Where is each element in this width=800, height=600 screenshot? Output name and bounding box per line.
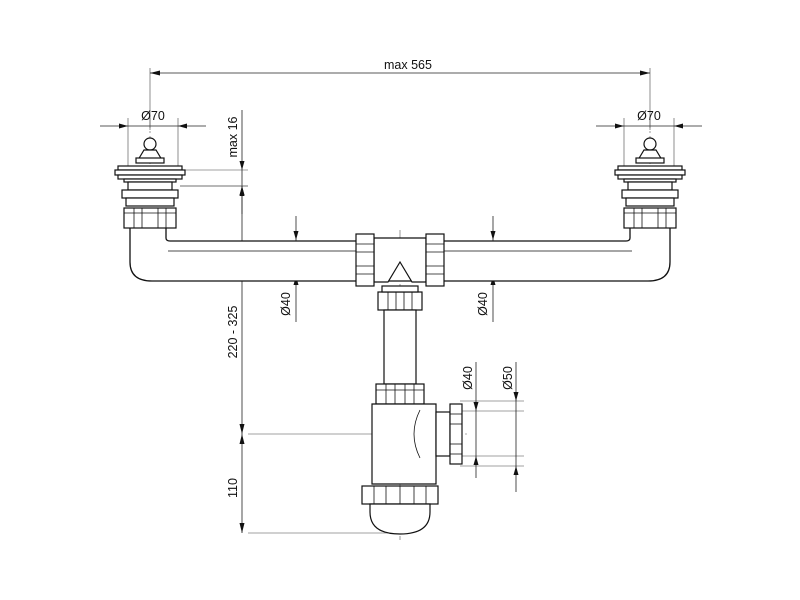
- bottle-trap: [361, 383, 463, 535]
- right-inlet-diameter-label: Ø70: [637, 109, 661, 123]
- height-range-label: 220 - 325: [226, 306, 240, 359]
- right-inlet-diameter-dimension: Ø70: [596, 109, 702, 168]
- trap-height-label: 110: [226, 478, 240, 498]
- outlet-diameter-dimensions: Ø40 Ø50: [460, 362, 524, 492]
- outlet-inner-diameter-label: Ø40: [461, 366, 475, 390]
- left-inlet-diameter-dimension: Ø70: [100, 109, 206, 168]
- t-junction: [355, 233, 445, 311]
- total-width-dimension: max 565: [149, 58, 651, 130]
- total-width-label: max 565: [384, 58, 432, 72]
- height-range-dimension: 220 - 325: [180, 185, 380, 435]
- vertical-pipe: [383, 309, 417, 385]
- plug-height-label: max 16: [226, 116, 240, 157]
- outlet-outer-diameter-label: Ø50: [501, 366, 515, 390]
- right-inlet-assembly: [614, 137, 686, 229]
- left-inlet-diameter-label: Ø70: [141, 109, 165, 123]
- left-pipe-diameter-label: Ø40: [279, 292, 293, 316]
- trap-height-dimension: 110: [226, 434, 392, 534]
- right-pipe-diameter-label: Ø40: [476, 292, 490, 316]
- left-inlet-assembly: [114, 137, 186, 229]
